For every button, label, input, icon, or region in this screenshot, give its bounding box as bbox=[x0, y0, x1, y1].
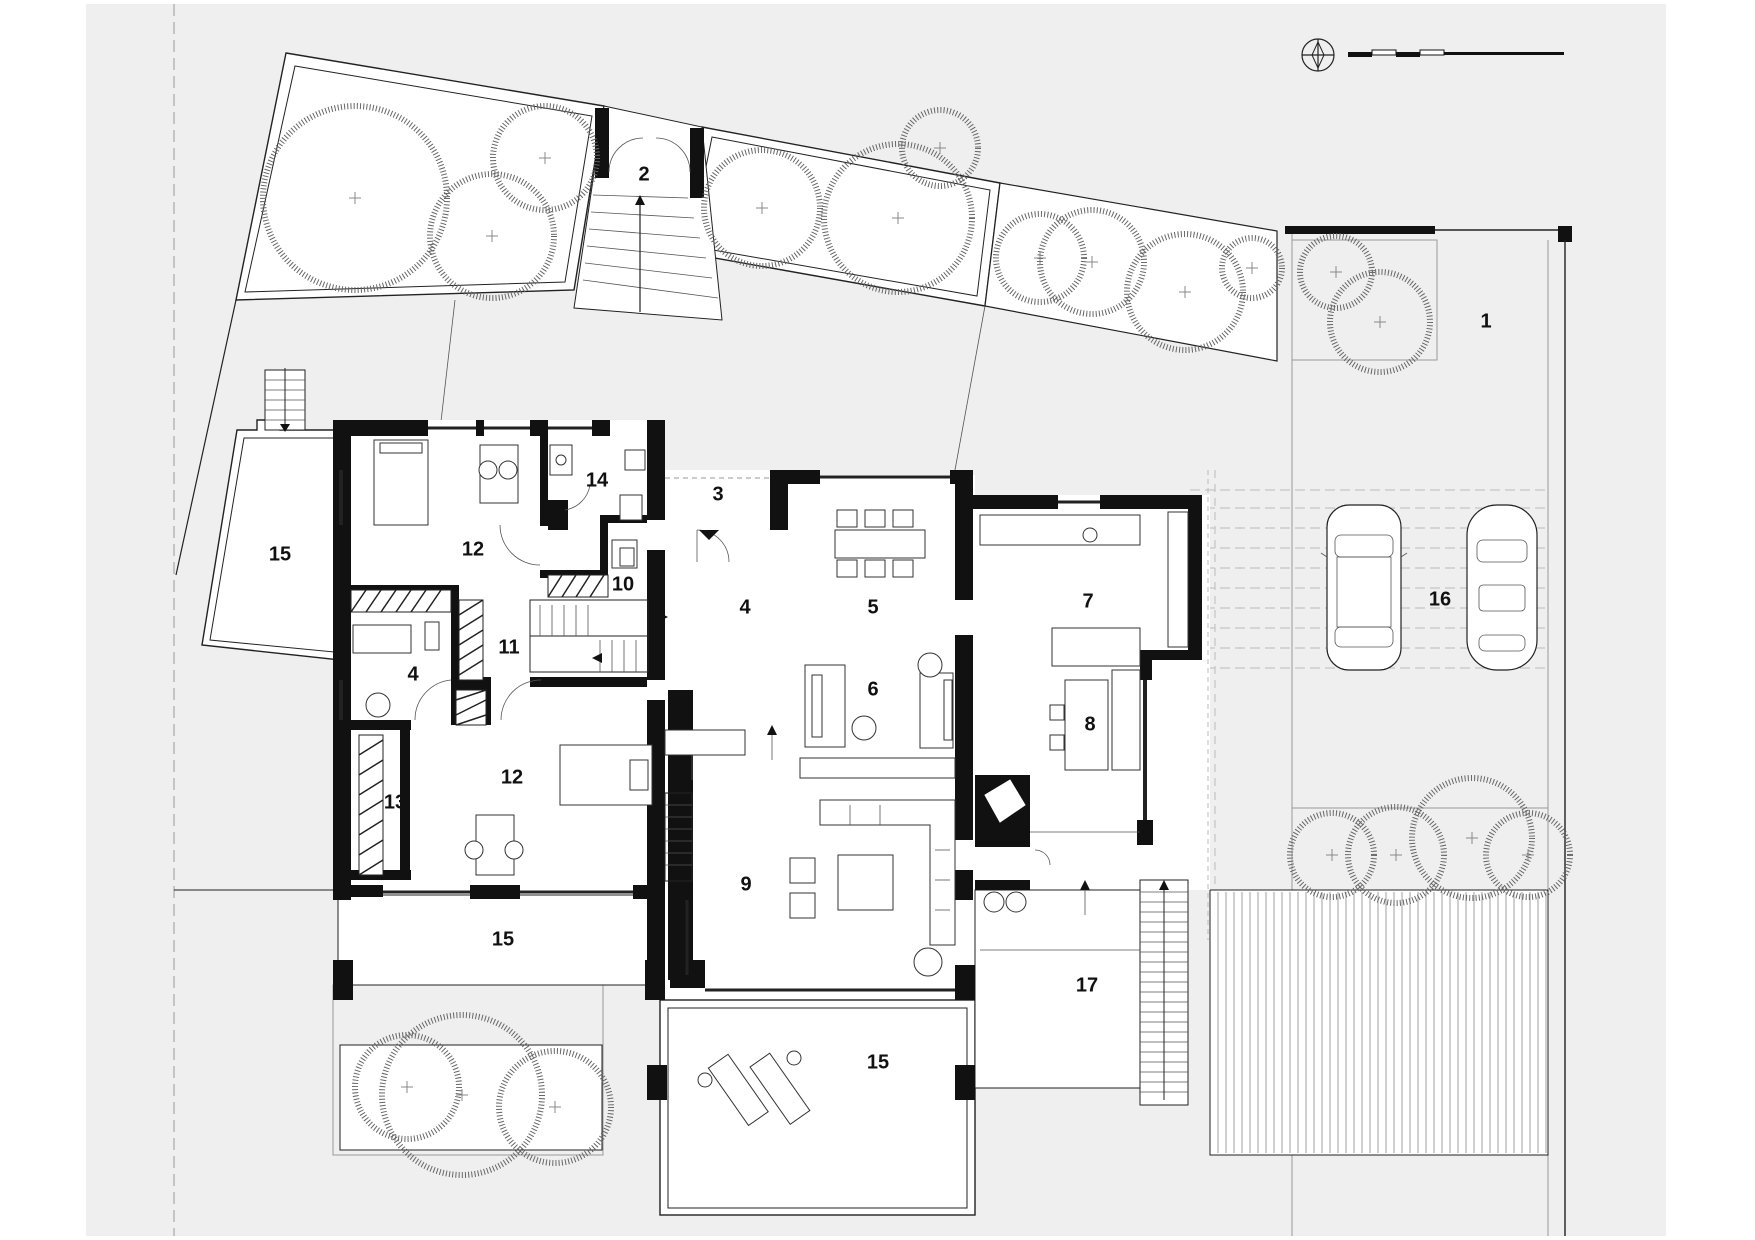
room-label-7: 7 bbox=[1082, 590, 1093, 612]
tree-icon bbox=[1409, 775, 1535, 901]
tree-icon bbox=[1037, 207, 1147, 317]
ramp-lines bbox=[1217, 892, 1547, 1153]
tree-icon bbox=[1345, 804, 1447, 906]
tree-icon bbox=[1287, 810, 1377, 900]
north-arrow-icon bbox=[1301, 38, 1335, 72]
room-label-9: 9 bbox=[740, 873, 751, 895]
room-label-15-terrace: 15 bbox=[867, 1051, 889, 1073]
trees bbox=[260, 103, 1573, 1178]
tree-icon bbox=[496, 1048, 614, 1166]
tree-icon bbox=[1219, 235, 1285, 301]
door-swings bbox=[414, 484, 730, 721]
room-label-3: 3 bbox=[712, 483, 723, 505]
garden-bed-south-west bbox=[332, 984, 604, 1156]
tree-icon bbox=[490, 103, 600, 213]
room-label-12-lower: 12 bbox=[501, 766, 523, 788]
room-label-5: 5 bbox=[867, 596, 878, 618]
room-label-15-west: 15 bbox=[269, 543, 291, 565]
site-line bbox=[175, 299, 237, 576]
tree-icon bbox=[427, 171, 557, 301]
furniture bbox=[350, 439, 1189, 1127]
room-label-12-upper: 12 bbox=[462, 538, 484, 560]
tree-icon bbox=[821, 141, 975, 295]
room-label-10: 10 bbox=[612, 573, 634, 595]
tree-icon bbox=[1124, 231, 1246, 353]
room-label-4-hall: 4 bbox=[739, 596, 751, 618]
room-label-6: 6 bbox=[867, 678, 878, 700]
tree-icon bbox=[1483, 810, 1573, 900]
tree-icon bbox=[260, 103, 450, 293]
room-label-13: 13 bbox=[384, 791, 406, 813]
entrance-arrow-icon bbox=[699, 530, 719, 540]
tree-icon bbox=[1327, 269, 1433, 375]
room-label-4-bath: 4 bbox=[407, 663, 419, 685]
room-label-11: 11 bbox=[498, 636, 519, 658]
stair-icon bbox=[1139, 879, 1189, 1106]
tree-icon bbox=[701, 147, 823, 269]
tree-icon bbox=[899, 107, 981, 189]
entrance-stairs bbox=[573, 105, 723, 321]
car-icon bbox=[1320, 504, 1408, 671]
room-label-14: 14 bbox=[586, 469, 609, 491]
site-line bbox=[439, 299, 456, 431]
tree-icon bbox=[352, 1032, 462, 1142]
site-line bbox=[954, 305, 986, 471]
scale-bar-icon bbox=[1348, 49, 1564, 57]
interior-lines bbox=[339, 426, 1209, 992]
room-label-17: 17 bbox=[1076, 974, 1098, 996]
carport-grid bbox=[1190, 470, 1548, 900]
tree-icon bbox=[379, 1012, 545, 1178]
garden-bed-north-west bbox=[235, 52, 605, 301]
room-label-1: 1 bbox=[1480, 310, 1491, 332]
room-label-2: 2 bbox=[638, 163, 649, 185]
car-icon bbox=[1466, 504, 1538, 671]
room-labels: 1 2 3 4 4 5 6 7 8 9 10 11 12 12 13 14 15… bbox=[269, 163, 1492, 1073]
driveway-ramp bbox=[1209, 889, 1549, 1156]
room-label-16: 16 bbox=[1429, 588, 1451, 610]
room-label-8: 8 bbox=[1084, 713, 1095, 735]
room-label-15-south: 15 bbox=[492, 928, 514, 950]
stair-icon bbox=[264, 368, 306, 432]
